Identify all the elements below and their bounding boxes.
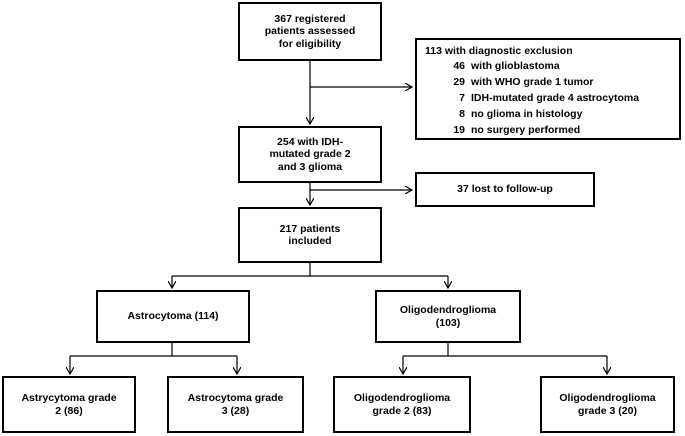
astrocytoma-grade-3-box: Astrocytoma grade 3 (28) (167, 376, 304, 433)
registered-patients-text: 367 registered patients assessed for eli… (264, 12, 356, 50)
lost-to-follow-up-box: 37 lost to follow-up (415, 172, 595, 207)
included-patients-box: 217 patients included (238, 207, 382, 263)
idh-mutated-box: 254 with IDH- mutated grade 2 and 3 glio… (238, 126, 382, 183)
oligodendroglioma-grade-3-box: Oligodendroglioma grade 3 (20) (540, 376, 675, 433)
astrocytoma-grade-3-text: Astrocytoma grade 3 (28) (187, 392, 284, 417)
oligodendroglioma-text: Oligodendroglioma (103) (399, 304, 497, 329)
oligodendroglioma-grade-3-text: Oligodendroglioma grade 3 (20) (559, 392, 656, 417)
idh-mutated-text: 254 with IDH- mutated grade 2 and 3 glio… (269, 135, 351, 173)
exclusion-title: 113 with diagnostic exclusion (425, 45, 573, 57)
astrocytoma-grade-2-text: Astrycytoma grade 2 (86) (21, 392, 117, 417)
included-patients-text: 217 patients included (279, 222, 341, 248)
oligodendroglioma-box: Oligodendroglioma (103) (375, 290, 521, 343)
astrocytoma-grade-2-box: Astrycytoma grade 2 (86) (2, 376, 136, 433)
oligodendroglioma-grade-2-text: Oligodendroglioma grade 2 (83) (353, 392, 451, 417)
lost-to-follow-up-text: 37 lost to follow-up (457, 183, 553, 196)
oligodendroglioma-grade-2-box: Oligodendroglioma grade 2 (83) (333, 376, 471, 433)
astrocytoma-text: Astrocytoma (114) (127, 310, 219, 323)
registered-patients-box: 367 registered patients assessed for eli… (238, 2, 382, 61)
astrocytoma-box: Astrocytoma (114) (96, 290, 250, 343)
